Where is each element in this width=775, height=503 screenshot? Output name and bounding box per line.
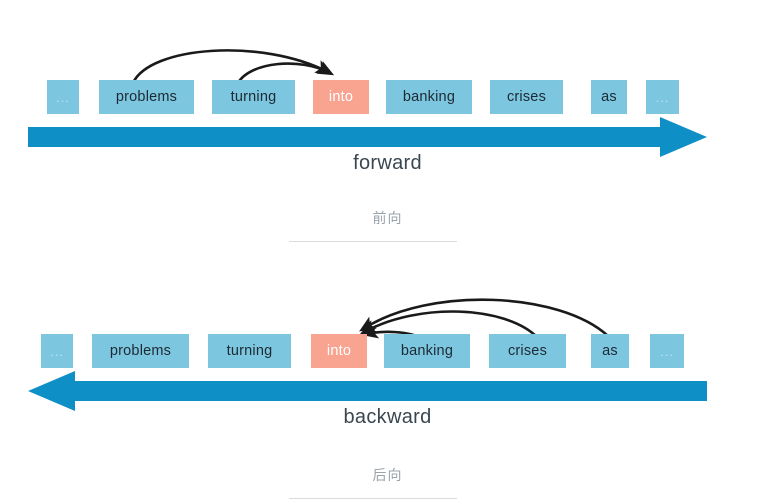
token-crises[interactable]: crises (490, 80, 563, 114)
token-crises[interactable]: crises (489, 334, 566, 368)
token-into-focus[interactable]: into (313, 80, 369, 114)
token-ellipsis-right[interactable]: ... (646, 80, 679, 114)
backward-direction-label: backward (343, 406, 432, 428)
token-banking[interactable]: banking (386, 80, 472, 114)
section-divider-2 (289, 498, 457, 499)
token-banking[interactable]: banking (384, 334, 470, 368)
token-as[interactable]: as (591, 334, 629, 368)
token-turning[interactable]: turning (208, 334, 291, 368)
token-ellipsis-left[interactable]: ... (47, 80, 79, 114)
forward-chinese-label: 前向 (372, 210, 403, 226)
arc-as-to-into (359, 298, 610, 338)
token-ellipsis-right[interactable]: ... (650, 334, 684, 368)
forward-attention-arcs (131, 49, 335, 85)
backward-attention-arcs (359, 298, 610, 339)
token-ellipsis-left[interactable]: ... (41, 334, 73, 368)
arc-problems-to-into (131, 49, 333, 85)
backward-chinese-label: 后向 (372, 467, 403, 483)
section-divider-1 (289, 241, 457, 242)
token-into-focus[interactable]: into (311, 334, 367, 368)
token-problems[interactable]: problems (99, 80, 194, 114)
forward-direction-label: forward (353, 152, 422, 174)
token-problems[interactable]: problems (92, 334, 189, 368)
token-as[interactable]: as (591, 80, 627, 114)
token-turning[interactable]: turning (212, 80, 295, 114)
